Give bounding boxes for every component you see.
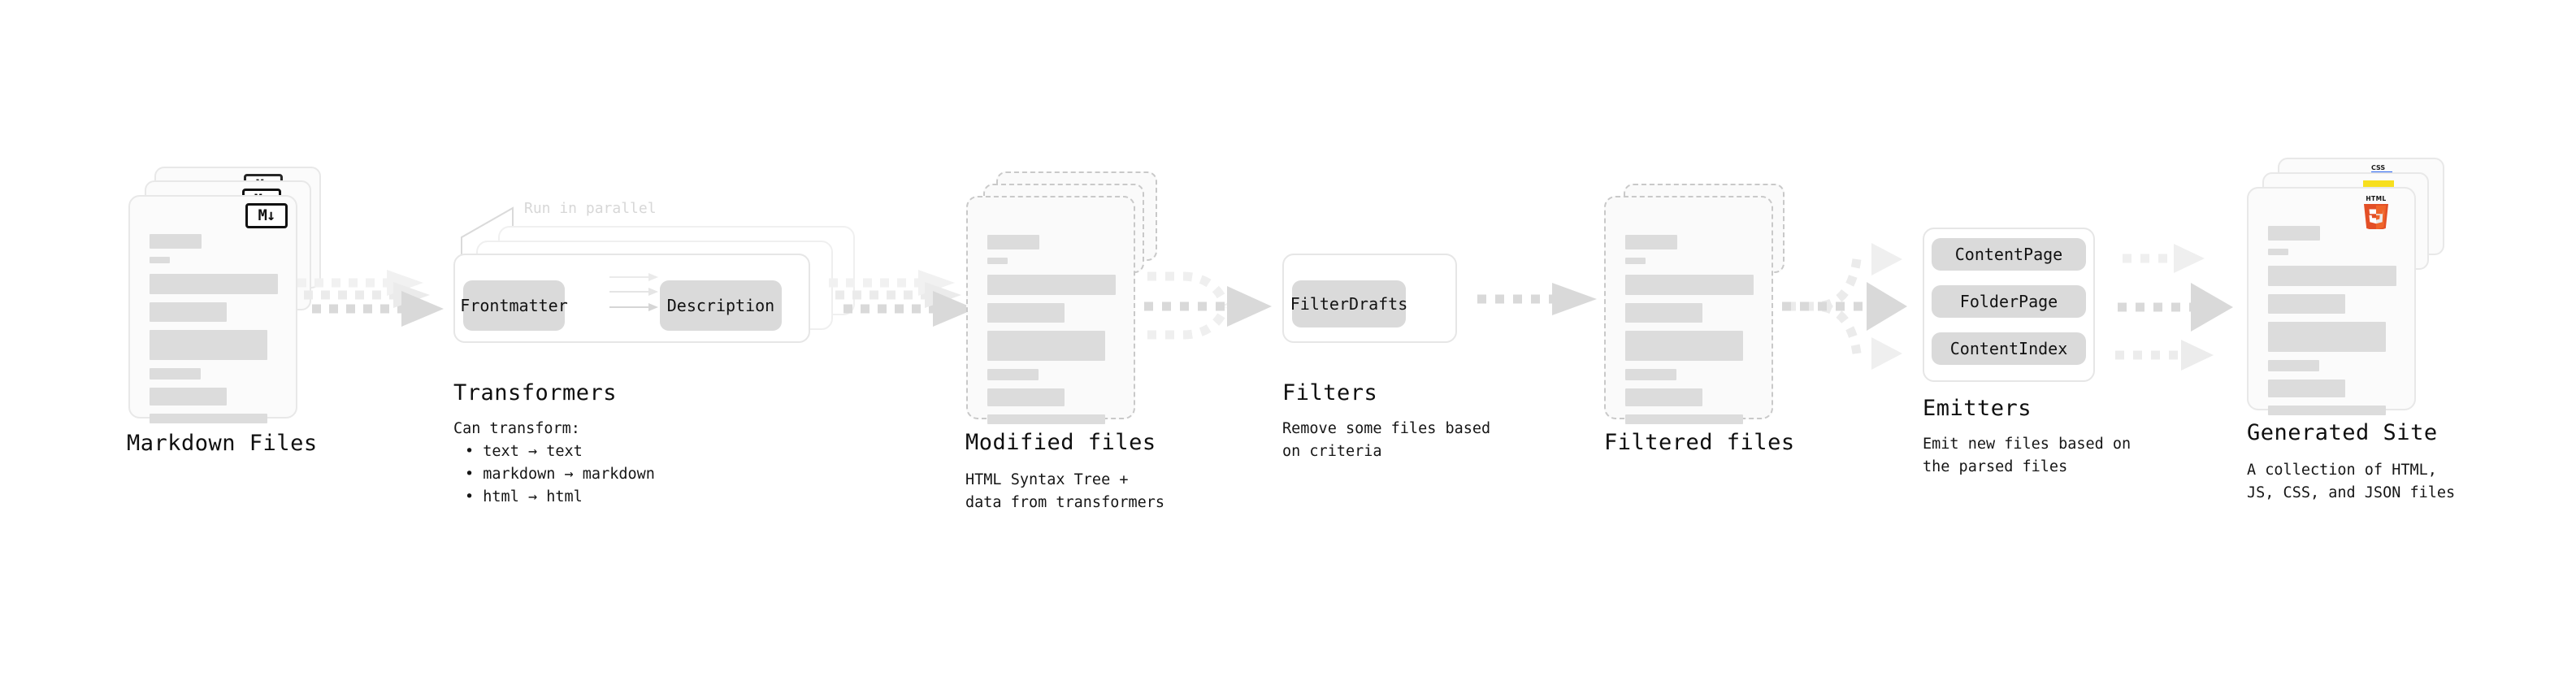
arrow-filters-to-filtered [1477, 283, 1597, 315]
generated-file-card-html [2247, 187, 2416, 415]
skeleton-bar [1625, 369, 1676, 380]
stage-title-markdown-files: Markdown Files [127, 431, 318, 456]
skeleton-bar [150, 234, 202, 249]
stage-title-filtered-files: Filtered files [1604, 430, 1795, 455]
skeleton-bar [150, 257, 170, 263]
run-in-parallel-bracket [461, 206, 514, 265]
arrow-md-to-transformers [297, 270, 444, 327]
skeleton-bar [1625, 258, 1646, 264]
run-in-parallel-label: Run in parallel [524, 200, 657, 217]
skeleton-bar [2268, 266, 2396, 286]
arrow-emitters-to-site [2115, 244, 2233, 371]
transformer-chip-frontmatter[interactable]: Frontmatter [460, 280, 568, 331]
stage-title-transformers: Transformers [453, 380, 618, 406]
skeleton-bar [150, 388, 227, 406]
skeleton-bar [2268, 249, 2288, 255]
skeleton-bar [987, 258, 1008, 264]
svg-text:HTML: HTML [2366, 195, 2386, 202]
skeleton-bar [1625, 331, 1743, 361]
skeleton-bar [987, 369, 1039, 380]
skeleton-bar [2268, 294, 2345, 314]
skeleton-bar [987, 303, 1065, 323]
skeleton-bar [150, 330, 267, 360]
svg-text:CSS: CSS [2371, 164, 2385, 171]
stage-title-generated-site: Generated Site [2247, 420, 2438, 445]
stage-title-modified-files: Modified files [965, 430, 1156, 455]
skeleton-bar [2268, 226, 2320, 241]
emitters-subtitle: Emit new files based on the parsed files [1923, 436, 2131, 475]
html5-icon: HTML [2364, 195, 2388, 229]
emitter-chip-contentpage[interactable]: ContentPage [1932, 238, 2086, 271]
filtered-file-card-front [1604, 196, 1773, 424]
transformers-subtitle-heading: Can transform: [453, 420, 580, 437]
skeleton-bar [1625, 414, 1743, 424]
skeleton-bar [987, 331, 1105, 361]
skeleton-bar [150, 368, 201, 380]
arrow-modified-to-filters [1144, 271, 1272, 340]
skeleton-bar [2268, 360, 2319, 371]
skeleton-bar [2268, 406, 2386, 415]
modified-files-subtitle: HTML Syntax Tree + data from transformer… [965, 471, 1165, 511]
skeleton-bar [1625, 388, 1702, 406]
modified-file-card-front [966, 196, 1135, 424]
skeleton-bar [1625, 235, 1677, 249]
stage-title-filters: Filters [1282, 380, 1378, 406]
skeleton-bar [987, 414, 1105, 424]
skeleton-bar [987, 275, 1116, 295]
arrow-transformers-to-modified [829, 270, 975, 327]
skeleton-bar [150, 414, 267, 423]
emitter-chip-contentindex[interactable]: ContentIndex [1932, 332, 2086, 365]
filters-subtitle: Remove some files based on criteria [1282, 420, 1491, 460]
skeleton-bar [2268, 322, 2386, 352]
transformers-subtitle-list: • text → text • markdown → markdown • ht… [465, 443, 655, 505]
skeleton-bar [987, 235, 1039, 249]
markdown-icon: M↓ [245, 203, 288, 228]
filter-chip-filterdrafts[interactable]: FilterDrafts [1290, 280, 1407, 327]
skeleton-bar [1625, 275, 1754, 295]
skeleton-bar [2268, 380, 2345, 397]
markdown-file-card-front [128, 195, 297, 423]
skeleton-bar [150, 302, 227, 322]
skeleton-bar [987, 388, 1065, 406]
transformer-inner-arrows [609, 273, 658, 311]
skeleton-bar [1625, 303, 1702, 323]
transformer-chip-description[interactable]: Description [660, 280, 782, 331]
arrow-filtered-to-emitters [1782, 243, 1907, 370]
skeleton-bar [150, 274, 278, 294]
generated-site-subtitle: A collection of HTML, JS, CSS, and JSON … [2247, 462, 2456, 501]
emitter-chip-folderpage[interactable]: FolderPage [1932, 285, 2086, 318]
stage-title-emitters: Emitters [1923, 396, 2032, 421]
